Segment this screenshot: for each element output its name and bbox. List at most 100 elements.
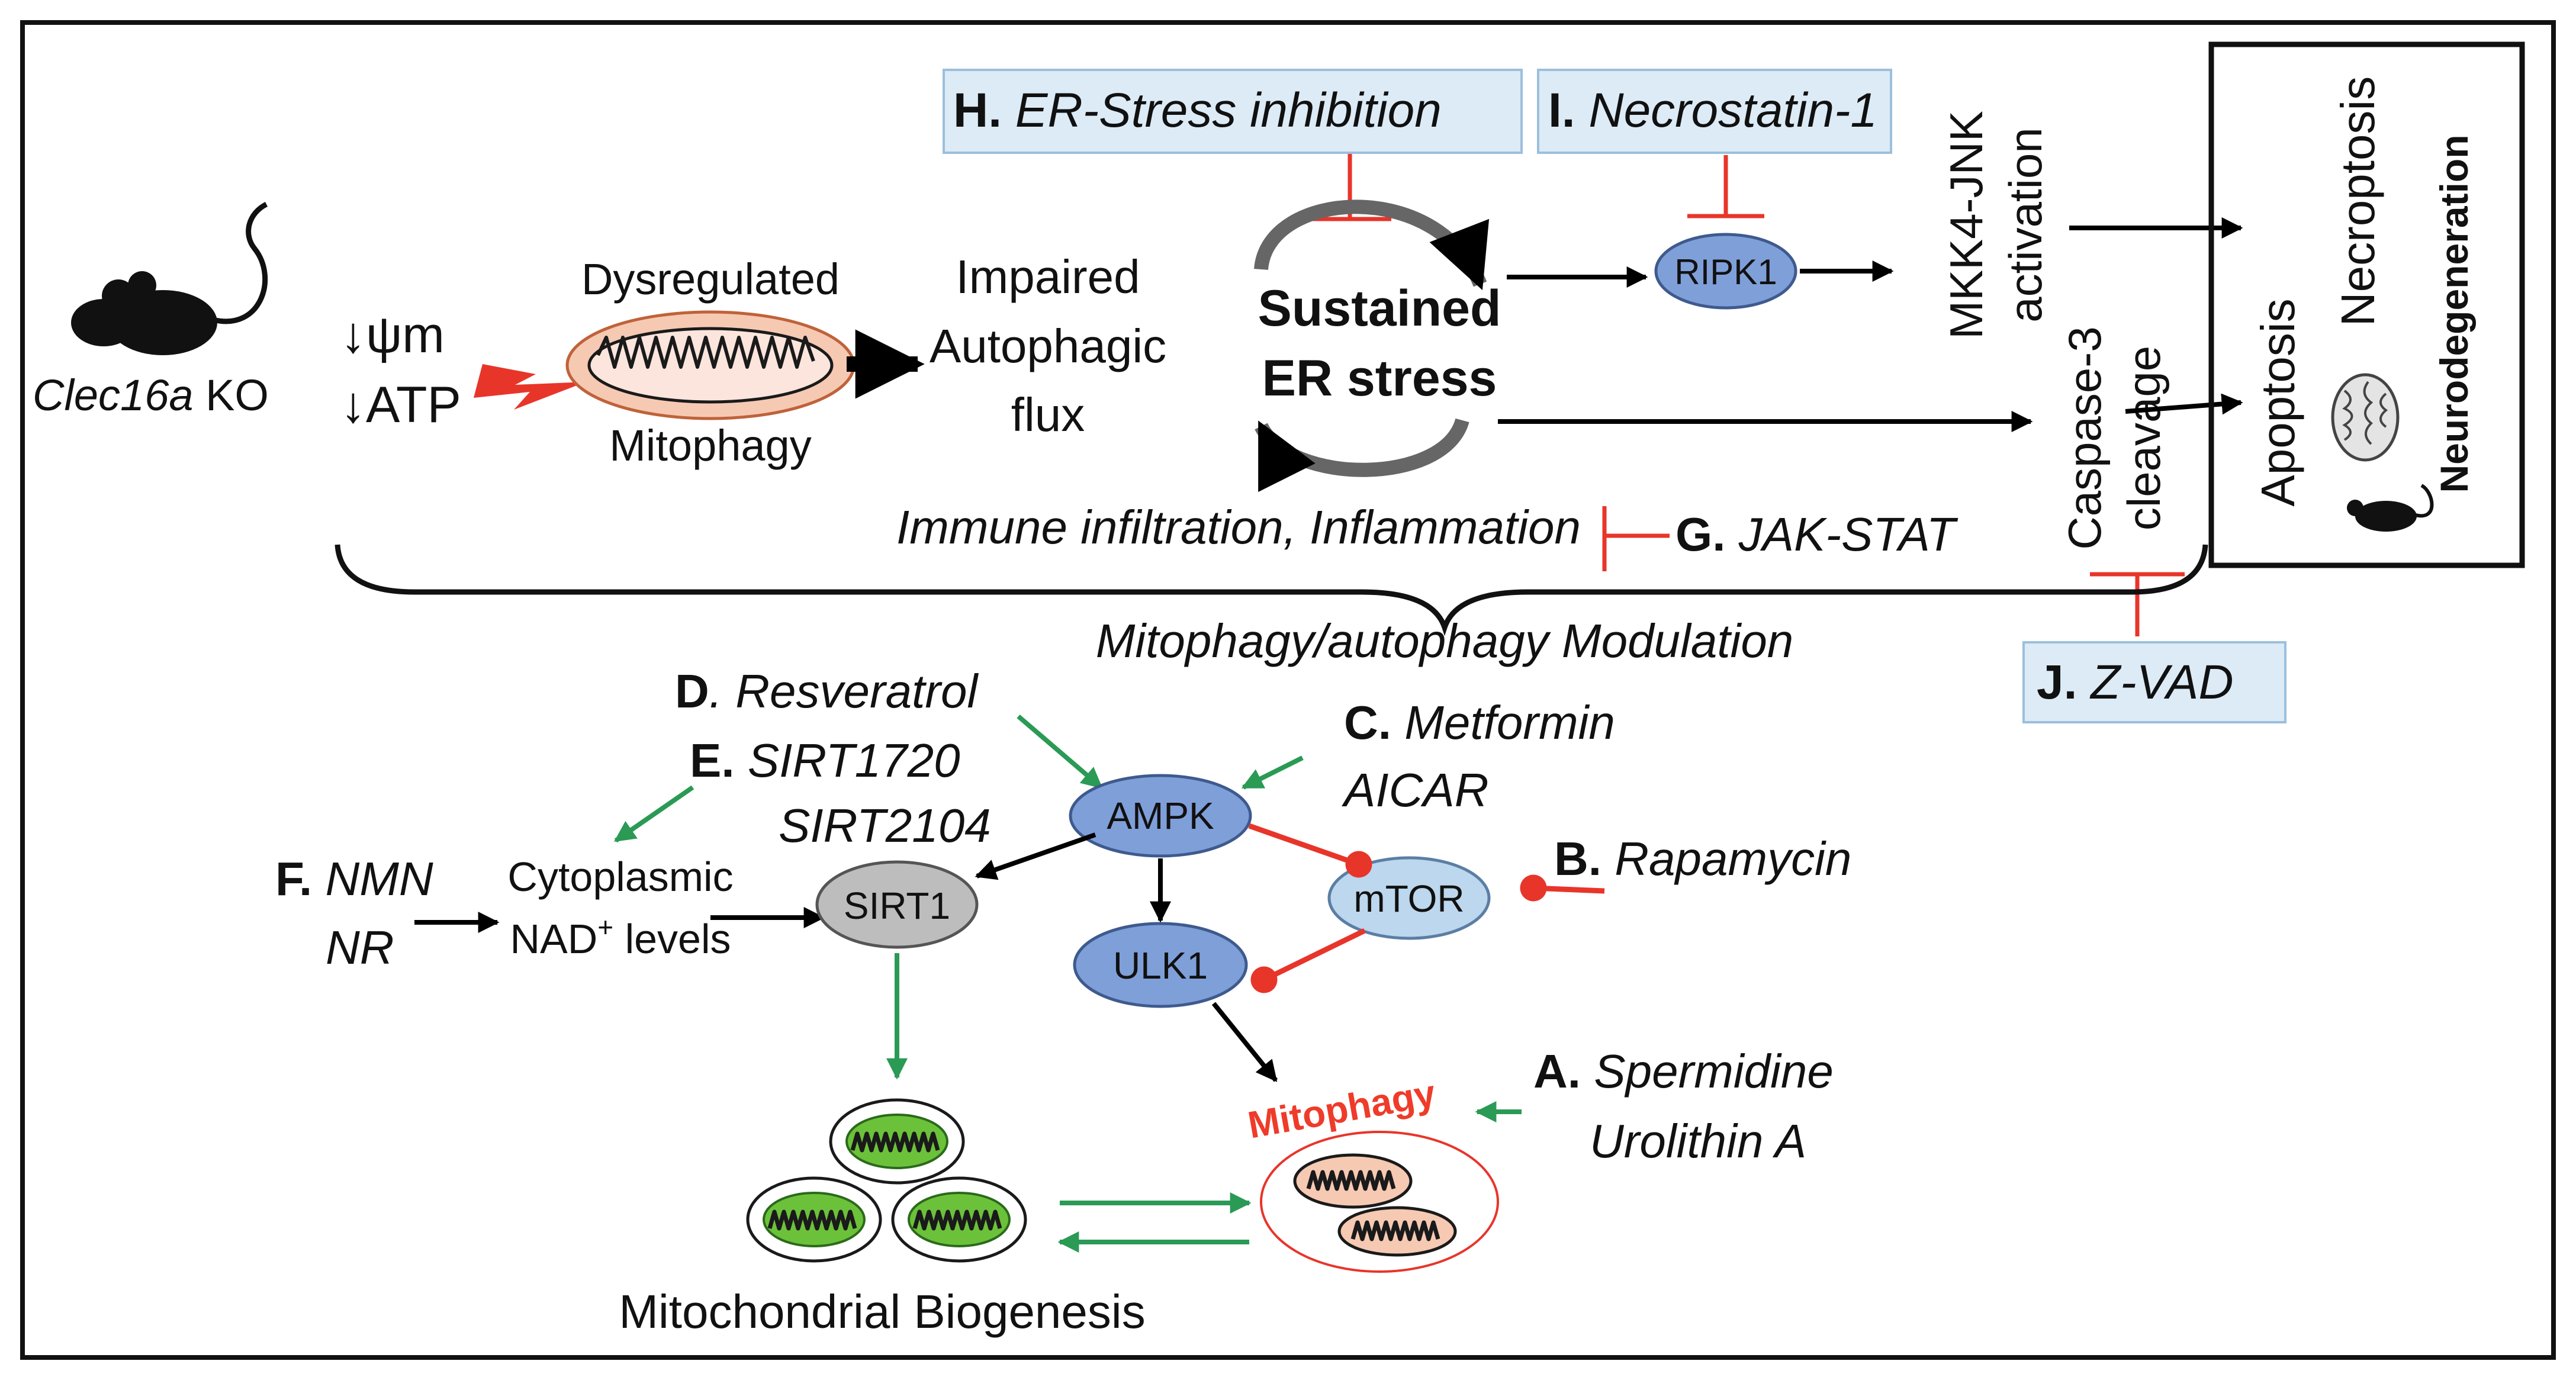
nad-superscript: + [597, 912, 613, 942]
mtor-node [1327, 856, 1491, 940]
svg-text:H. ER-Stress inhibition: H. ER-Stress inhibition [953, 83, 1442, 137]
apoptosis-label: Apoptosis [2252, 298, 2304, 506]
intervention-e-text: SIRT1720 [735, 734, 960, 787]
mitophagy-top-label: Mitophagy [609, 421, 811, 470]
mitochondrion-mitophagy-2 [1337, 1206, 1457, 1257]
svg-text:D. Resveratrol: D. Resveratrol [675, 665, 979, 718]
dysregulated-label: Dysregulated [581, 255, 840, 304]
mitochondrion-biogenesis-3 [891, 1176, 1027, 1263]
svg-text:A. Spermidine: A. Spermidine [1533, 1045, 1834, 1098]
ulk1-node [1073, 922, 1248, 1008]
intervention-a-letter: A. [1533, 1045, 1581, 1098]
nad-levels-label: levels [613, 916, 731, 962]
sirt1-label: SIRT1 [844, 884, 950, 927]
ampk-node [1069, 774, 1252, 858]
arrow-resveratrol-to-ampk [1017, 714, 1103, 790]
inhibit-mtor-to-ulk1 [1250, 928, 1366, 993]
ripk1-node [1654, 233, 1797, 310]
arrow-e-to-cytoplasmic [614, 785, 694, 843]
outcome-box [2208, 41, 2525, 568]
modulation-brace [335, 544, 2208, 636]
mkk4-jnk-label: MKK4-JNK [1940, 111, 1992, 339]
inhibit-ampk-to-mtor [1248, 823, 1372, 878]
svg-text:B. Rapamycin: B. Rapamycin [1554, 832, 1851, 885]
mitochondrion-mitophagy-1 [1293, 1153, 1413, 1209]
activation-label: activation [1999, 127, 2051, 323]
intervention-d-text: . Resveratrol [709, 665, 979, 718]
outer-frame [20, 20, 2556, 1360]
immune-label: Immune infiltration, Inflammation [896, 501, 1581, 554]
intervention-j-text: Z-VAD [2077, 655, 2233, 709]
intervention-h-letter: H. [953, 83, 1002, 137]
modulation-label: Mitophagy/autophagy Modulation [1096, 614, 1794, 667]
er-stress-label: ER stress [1262, 350, 1497, 407]
intervention-g-text: JAK-STAT [1725, 508, 1958, 561]
intervention-c-text: Metformin [1391, 696, 1615, 749]
mouse-gene-label: Clec16a [33, 371, 194, 420]
intervention-f-text: NMN [312, 852, 433, 905]
svg-text:Clec16a KO: Clec16a KO [33, 371, 269, 420]
svg-text:C. Metformin: C. Metformin [1344, 696, 1615, 749]
atp-label: ↓ATP [340, 377, 461, 433]
cleavage-label: cleavage [2118, 346, 2170, 530]
intervention-c-text2: AICAR [1342, 764, 1489, 816]
biogenesis-label: Mitochondrial Biogenesis [619, 1285, 1145, 1338]
inhibit-rapamycin-to-mtor [1520, 874, 1605, 902]
mouse-icon [71, 201, 268, 355]
mitophagy-circle [1260, 1131, 1499, 1273]
arrow-metformin-to-ampk [1241, 755, 1304, 790]
nad-label: NAD [510, 916, 597, 962]
ulk1-label: ULK1 [1113, 944, 1208, 987]
flux-label: flux [1011, 388, 1085, 441]
intervention-e-letter: E. [690, 734, 735, 787]
intervention-box-i [1537, 69, 1892, 154]
mitochondrion-top [565, 310, 856, 420]
necroptosis-label: Necroptosis [2331, 76, 2384, 326]
svg-text:I. Necrostatin-1: I. Necrostatin-1 [1548, 83, 1877, 137]
mitochondrion-biogenesis-1 [829, 1098, 965, 1185]
cycle-arrow-bottom [1255, 418, 1469, 493]
intervention-box-h [943, 69, 1523, 154]
intervention-f-letter: F. [275, 852, 312, 905]
autophagic-label: Autophagic [930, 320, 1166, 372]
mouse-ko-label: KO [194, 371, 269, 420]
intervention-b-letter: B. [1554, 832, 1601, 885]
neurodegeneration-label: Neurodegeneration [2432, 134, 2476, 493]
intervention-e-text2: SIRT2104 [779, 799, 991, 852]
intervention-h-text: ER-Stress inhibition [1002, 83, 1442, 137]
sirt1-node [815, 860, 979, 949]
intervention-i-letter: I. [1548, 83, 1575, 137]
svg-text:G. JAK-STAT: G. JAK-STAT [1675, 508, 1958, 561]
lightning-icon [474, 364, 586, 410]
intervention-a-text2: Urolithin A [1590, 1115, 1806, 1167]
caspase3-label: Caspase-3 [2059, 326, 2111, 549]
intervention-g-letter: G. [1675, 508, 1725, 561]
brain-icon [2331, 373, 2400, 462]
mtor-label: mTOR [1353, 877, 1464, 920]
arrow-ulk1-to-mitophagy [1211, 1002, 1278, 1082]
svg-text:F. NMN: F. NMN [275, 852, 433, 905]
ripk1-label: RIPK1 [1674, 252, 1777, 292]
intervention-b-text: Rapamycin [1601, 832, 1851, 885]
intervention-c-letter: C. [1344, 696, 1391, 749]
cycle-arrow-top [1254, 200, 1489, 291]
intervention-j-letter: J. [2037, 655, 2077, 709]
intervention-f-text2: NR [326, 921, 394, 974]
intervention-a-text: Spermidine [1581, 1045, 1834, 1098]
impaired-label: Impaired [956, 250, 1140, 303]
sustained-label: Sustained [1258, 280, 1501, 337]
svg-text:J. Z-VAD: J. Z-VAD [2037, 655, 2234, 709]
ampk-label: AMPK [1107, 794, 1214, 837]
arrow-to-apoptosis [2125, 393, 2243, 415]
cytoplasmic-label: Cytoplasmic [507, 854, 733, 900]
intervention-i-text: Necrostatin-1 [1575, 83, 1877, 137]
svg-text:NAD+ levels: NAD+ levels [510, 912, 731, 962]
intervention-box-j [2022, 641, 2286, 723]
arrow-ampk-to-sirt1 [975, 832, 1096, 880]
mitochondrion-biogenesis-2 [746, 1176, 882, 1263]
svg-text:E. SIRT1720: E. SIRT1720 [690, 734, 960, 787]
intervention-d-letter: D [675, 665, 709, 718]
mouse-small-icon [2347, 484, 2434, 532]
psi-m-label: ↓ψm [340, 307, 445, 363]
